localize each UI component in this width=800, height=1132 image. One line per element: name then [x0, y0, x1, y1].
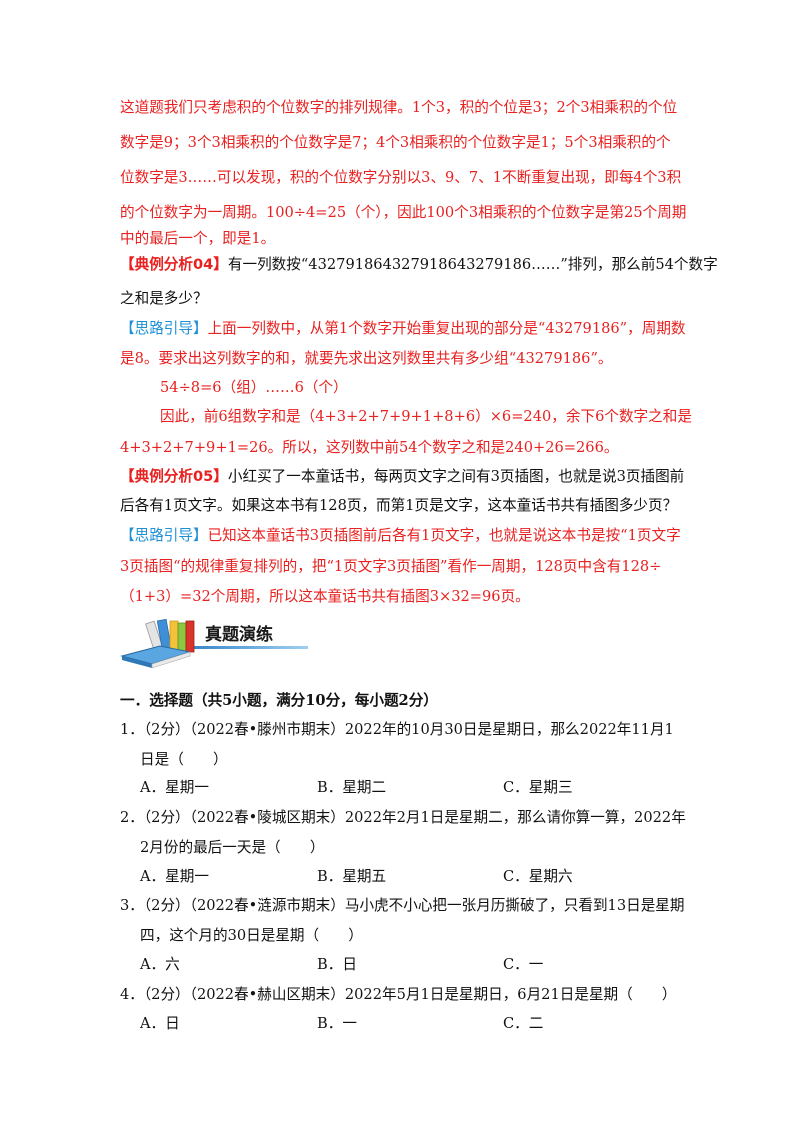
example-04-hint-line-4: 因此，前6组数字和是（4+3+2+7+9+1+8+6）×6=240，余下6个数字…: [160, 408, 692, 425]
example-04-tag: 【典例分析04】: [120, 256, 228, 273]
example-05-hint-tag: 【思路引导】: [120, 527, 208, 544]
example-04-hint-line-3: 54÷8=6（组）……6（个）: [160, 379, 348, 396]
intro-line-3: 位数字是3……可以发现，积的个位数字分别以3、9、7、1不断重复出现，即每4个3…: [120, 169, 682, 186]
example-04-hint-line-2: 是8。要求出这列数字的和，就要先求出这列数里共有多少组“43279186”。: [120, 350, 613, 367]
question-1-option-b: B．星期二: [317, 779, 387, 796]
question-4-option-a: A．日: [140, 1015, 180, 1032]
example-04-hint-text-1: 上面一列数中，从第1个数字开始重复出现的部分是“43279186”，周期数: [207, 320, 686, 337]
question-2-option-c: C．星期六: [503, 868, 573, 885]
example-04-line-2: 之和是多少？: [120, 290, 208, 307]
example-04-text-1: 有一列数按“43279186432791864327918​6……”排列，那么前…: [227, 256, 718, 273]
example-04-hint-line-5: 4+3+2+7+9+1=26。所以，这列数中前54个数字之和是240+26=26…: [120, 439, 619, 456]
question-4-option-c: C．二: [503, 1015, 544, 1032]
question-3-option-a: A．六: [140, 956, 180, 973]
question-1-option-a: A．星期一: [140, 779, 209, 796]
question-3-line-1: 3．（2分）（2022春•涟源市期末）马小虎不小心把一张月历撕破了，只看到13日…: [120, 897, 685, 914]
part-heading: 一．选择题（共5小题，满分10分，每小题2分）: [120, 692, 438, 709]
question-3-option-b: B．日: [317, 956, 357, 973]
question-3-line-2: 四，这个月的30日是星期（ ）: [140, 927, 363, 944]
question-2-option-a: A．星期一: [140, 868, 209, 885]
question-4-line-1: 4．（2分）（2022春•赫山区期末）2022年5月1日是星期日，6月21日是星…: [120, 986, 677, 1003]
books-icon: [120, 618, 308, 669]
example-05-tag: 【典例分析05】: [120, 468, 228, 485]
intro-line-1: 这道题我们只考虑积的个位数字的排列规律。1个3，积的个位是3；2个3相乘积的个位: [120, 99, 678, 116]
question-3-option-c: C．一: [503, 956, 544, 973]
example-05-text-1: 小红买了一本童话书，每两页文字之间有3页插图，也就是说3页插图前: [227, 468, 685, 485]
example-05-hint-line-3: （1+3）=32个周期，所以这本童话书共有插图3×32=96页。: [120, 588, 530, 605]
question-2-line-1: 2．（2分）（2022春•陵城区期末）2022年2月1日是星期二，那么请你算一算…: [120, 809, 686, 826]
question-4-option-b: B．一: [317, 1015, 357, 1032]
question-2-line-2: 2月份的最后一天是（ ）: [140, 839, 325, 856]
example-05-hint-text-1: 已知这本童话书3页插图前后各有1页文字，也就是说这本书是按“1页文字: [207, 527, 681, 544]
intro-line-5: 中的最后一个，即是1。: [120, 230, 276, 247]
section-title: 真题演练: [205, 625, 273, 645]
question-1-line-1: 1．（2分）（2022春•滕州市期末）2022年的10月30日是星期日，那么20…: [120, 721, 674, 738]
intro-line-4: 的个位数字为一周期。100÷4=25（个），因此100个3相乘积的个位数字是第2…: [120, 204, 687, 221]
question-1-option-c: C．星期三: [503, 779, 573, 796]
example-04-hint-tag: 【思路引导】: [120, 320, 208, 337]
example-04-hint-line-1: 【思路引导】上面一列数中，从第1个数字开始重复出现的部分是“43279186”，…: [120, 319, 686, 339]
example-05-hint-line-2: 3页插图“的规律重复排列的，把“1页文字3页插图”看作一周期，128页中含有12…: [120, 558, 662, 575]
question-1-line-2: 日是（ ）: [140, 751, 228, 768]
example-05-hint-line-1: 【思路引导】已知这本童话书3页插图前后各有1页文字，也就是说这本书是按“1页文字: [120, 526, 681, 546]
example-04-line-1: 【典例分析04】有一列数按“43279186432791864327918​6……: [120, 255, 718, 275]
intro-line-2: 数字是9；3个3相乘积的个位数字是7；4个3相乘积的个位数字是1；5个3相乘积的…: [120, 134, 671, 151]
question-2-option-b: B．星期五: [317, 868, 387, 885]
example-05-line-1: 【典例分析05】小红买了一本童话书，每两页文字之间有3页插图，也就是说3页插图前: [120, 467, 684, 487]
example-05-line-2: 后各有1页文字。如果这本书有128页，而第1页是文字，这本童话书共有插图多少页？: [120, 497, 678, 514]
